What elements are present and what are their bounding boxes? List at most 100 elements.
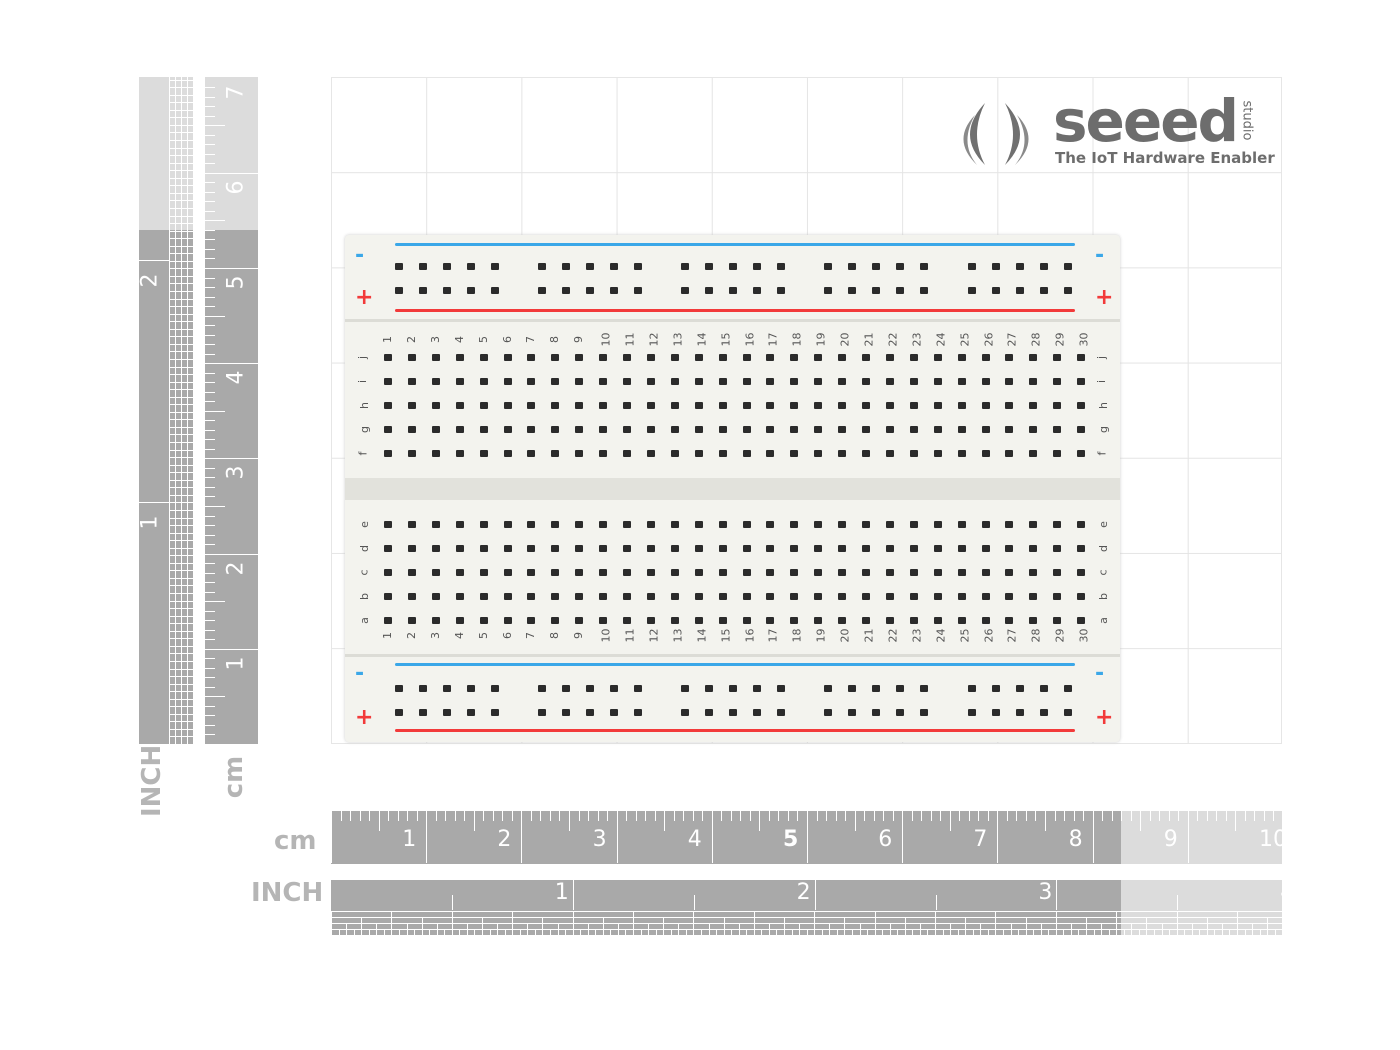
- ruler-tick: [942, 929, 944, 935]
- column-number-top: 30: [1077, 332, 1091, 347]
- rail-hole: [634, 685, 642, 692]
- column-number-bottom: 10: [599, 628, 613, 643]
- ruler-tick: [859, 923, 861, 929]
- ruler-tick: [169, 426, 193, 428]
- ruler-tick: [1010, 923, 1012, 929]
- breadboard-hole: [407, 450, 416, 457]
- ruler-tick: [874, 911, 876, 917]
- ruler-tick: [616, 811, 618, 863]
- ruler-tick: [814, 923, 816, 929]
- breadboard-hole: [814, 569, 823, 576]
- column-number-top: 17: [766, 332, 780, 347]
- ruler-tick: [169, 449, 193, 451]
- ruler-tick: [980, 929, 982, 935]
- breadboard-hole: [479, 378, 488, 385]
- rail-hole: [538, 709, 546, 716]
- breadboard-hole: [455, 521, 464, 528]
- ruler-tick: [738, 923, 740, 929]
- ruler-tick: [1086, 923, 1087, 929]
- ruler-tick: [965, 917, 967, 923]
- breadboard-hole: [455, 354, 464, 361]
- ruler-tick: [205, 201, 215, 203]
- breadboard-hole: [551, 426, 560, 433]
- ruler-tick: [640, 929, 642, 935]
- ruler-tick: [708, 923, 710, 929]
- ruler-tick: [572, 929, 574, 935]
- ruler-tick: [169, 336, 193, 338]
- column-number-top: 7: [524, 336, 538, 343]
- ruler-tick: [169, 94, 193, 96]
- breadboard-hole: [790, 378, 799, 385]
- breadboard-hole: [885, 402, 894, 409]
- ruler-tick: [502, 811, 504, 821]
- ruler-tick: [1146, 929, 1148, 935]
- ruler-tick: [205, 277, 215, 279]
- ruler-tick: [1176, 917, 1178, 923]
- ruler-tick: [527, 929, 529, 935]
- rail-divider: [345, 654, 1120, 657]
- breadboard-hole: [623, 617, 631, 624]
- ruler-tick: [927, 929, 929, 935]
- ruler-tick: [169, 177, 193, 179]
- breadboard-hole: [1005, 450, 1014, 457]
- rail-plus-sign: +: [355, 705, 374, 730]
- ruler-tick: [1054, 811, 1056, 821]
- ruler-tick: [1070, 923, 1072, 929]
- cm-label: 2: [497, 827, 512, 852]
- breadboard-hole: [1077, 450, 1086, 457]
- ruler-tick: [483, 811, 485, 821]
- ruler-tick: [1214, 929, 1216, 935]
- ruler-tick: [1055, 911, 1057, 917]
- ruler-tick: [645, 811, 647, 821]
- ruler-tick: [540, 811, 542, 821]
- breadboard-hole: [694, 521, 703, 528]
- ruler-tick: [376, 929, 378, 935]
- cm-label: 4: [687, 827, 702, 852]
- ruler-tick: [205, 667, 215, 669]
- breadboard-hole: [623, 521, 631, 528]
- column-number-bottom: 28: [1029, 628, 1043, 643]
- breadboard-hole: [1077, 545, 1086, 552]
- ruler-tick: [205, 639, 215, 641]
- breadboard-hole: [862, 593, 870, 600]
- rail-hole: [992, 287, 1000, 294]
- breadboard-hole: [862, 545, 870, 552]
- ruler-tick: [378, 811, 380, 831]
- column-number-bottom: 16: [743, 628, 756, 643]
- breadboard-hole: [599, 593, 608, 600]
- breadboard-hole: [742, 378, 751, 385]
- ruler-tick: [1093, 929, 1095, 935]
- ruler-tick: [169, 638, 193, 640]
- cm-label: 1: [402, 827, 417, 852]
- breadboard-hole: [885, 617, 894, 624]
- ruler-tick: [1191, 929, 1193, 935]
- breadboard-hole: [742, 450, 751, 457]
- ruler-tick: [633, 917, 634, 923]
- ruler-tick: [169, 102, 193, 104]
- ruler-tick: [169, 744, 193, 745]
- breadboard-hole: [623, 593, 631, 600]
- ruler-tick: [1267, 929, 1269, 935]
- breadboard-hole: [694, 378, 703, 385]
- column-number-bottom: 7: [524, 632, 538, 639]
- ruler-tick: [1116, 923, 1118, 929]
- ruler-tick: [169, 668, 193, 670]
- rail-hole: [467, 263, 475, 270]
- ruler-tick: [169, 615, 193, 617]
- ruler-tick: [1040, 923, 1042, 929]
- ruler-tick: [980, 923, 982, 929]
- ruler-tick: [205, 610, 215, 612]
- breadboard-hole: [407, 521, 416, 528]
- breadboard-hole: [790, 521, 799, 528]
- ruler-tick: [799, 929, 801, 935]
- breadboard-hole: [814, 402, 823, 409]
- ruler-tick: [169, 117, 193, 119]
- ruler-tick: [187, 77, 188, 744]
- breadboard-hole: [718, 450, 727, 457]
- ruler-tick: [814, 880, 816, 910]
- ruler-tick: [678, 923, 680, 929]
- ruler-tick: [169, 728, 193, 730]
- breadboard-hole: [838, 521, 847, 528]
- ruler-tick: [205, 582, 215, 584]
